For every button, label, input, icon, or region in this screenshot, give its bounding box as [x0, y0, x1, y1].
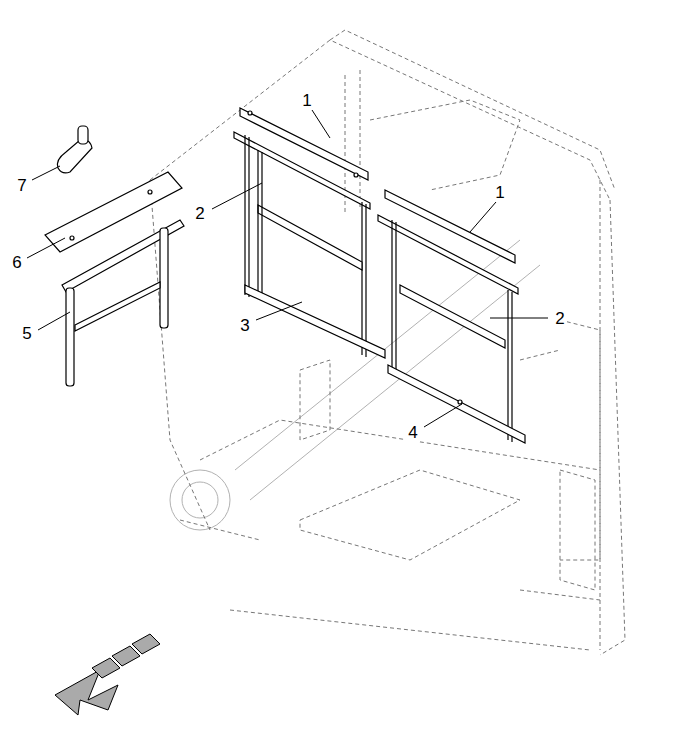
- callout-number: 1: [300, 91, 313, 110]
- callout-number: 5: [20, 324, 33, 343]
- callout-number: 2: [553, 309, 566, 328]
- callout-number: 2: [193, 204, 206, 223]
- cab-outline: [150, 30, 625, 655]
- watermark-logo: [170, 240, 540, 530]
- callout-number: 6: [10, 253, 23, 272]
- callout-number: 1: [493, 183, 506, 202]
- callout-number: 3: [238, 316, 251, 335]
- leader-lines: [27, 110, 548, 427]
- callout-number: 7: [15, 176, 28, 195]
- callout-number: 4: [406, 423, 419, 442]
- parts: [45, 108, 525, 443]
- direction-arrow: [55, 634, 160, 715]
